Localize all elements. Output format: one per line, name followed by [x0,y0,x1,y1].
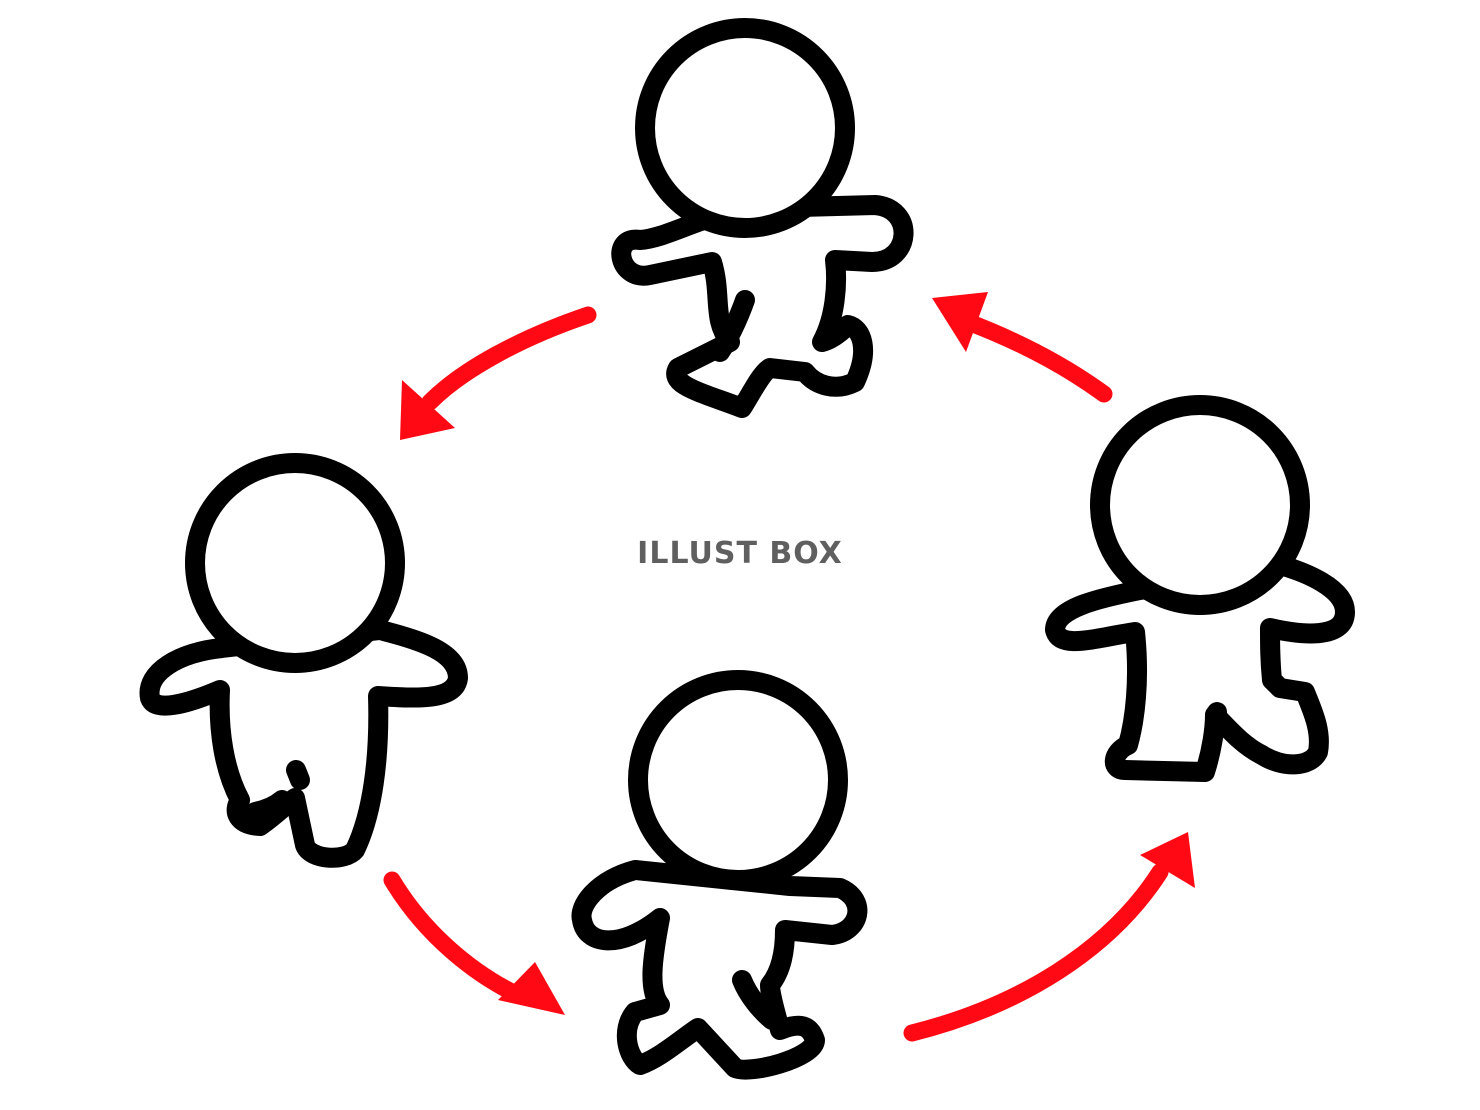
arrow-head [932,292,988,352]
figure-body [611,195,914,418]
curved-arrow-left-to-bottom [383,871,565,1015]
figure-leg-line [710,290,755,362]
arrow-shaft [421,306,597,411]
running-figure-top [611,18,914,418]
arrow-shaft [959,313,1113,403]
arrow-shaft [383,871,529,1005]
running-figure-left [139,453,468,868]
curved-arrow-top-to-left [400,306,597,440]
running-figure-right [1045,395,1355,782]
figure-leg-line [1205,702,1227,725]
figure-body [571,860,868,1080]
arrow-shaft [903,863,1169,1042]
figure-body [1045,555,1355,782]
arrow-head [400,380,455,440]
figure-head [185,453,405,673]
curved-arrow-bottom-to-right [903,832,1195,1042]
figure-leg-line [245,760,310,822]
figure-head [1090,395,1310,615]
curved-arrow-right-to-top [932,292,1113,403]
figure-leg-line [732,970,782,1030]
watermark-text: ILLUST BOX [637,536,843,571]
figure-head [628,670,848,890]
figure-head [635,18,855,238]
arrow-head [498,962,565,1015]
running-figure-bottom [571,670,868,1080]
arrow-head [1140,832,1195,888]
